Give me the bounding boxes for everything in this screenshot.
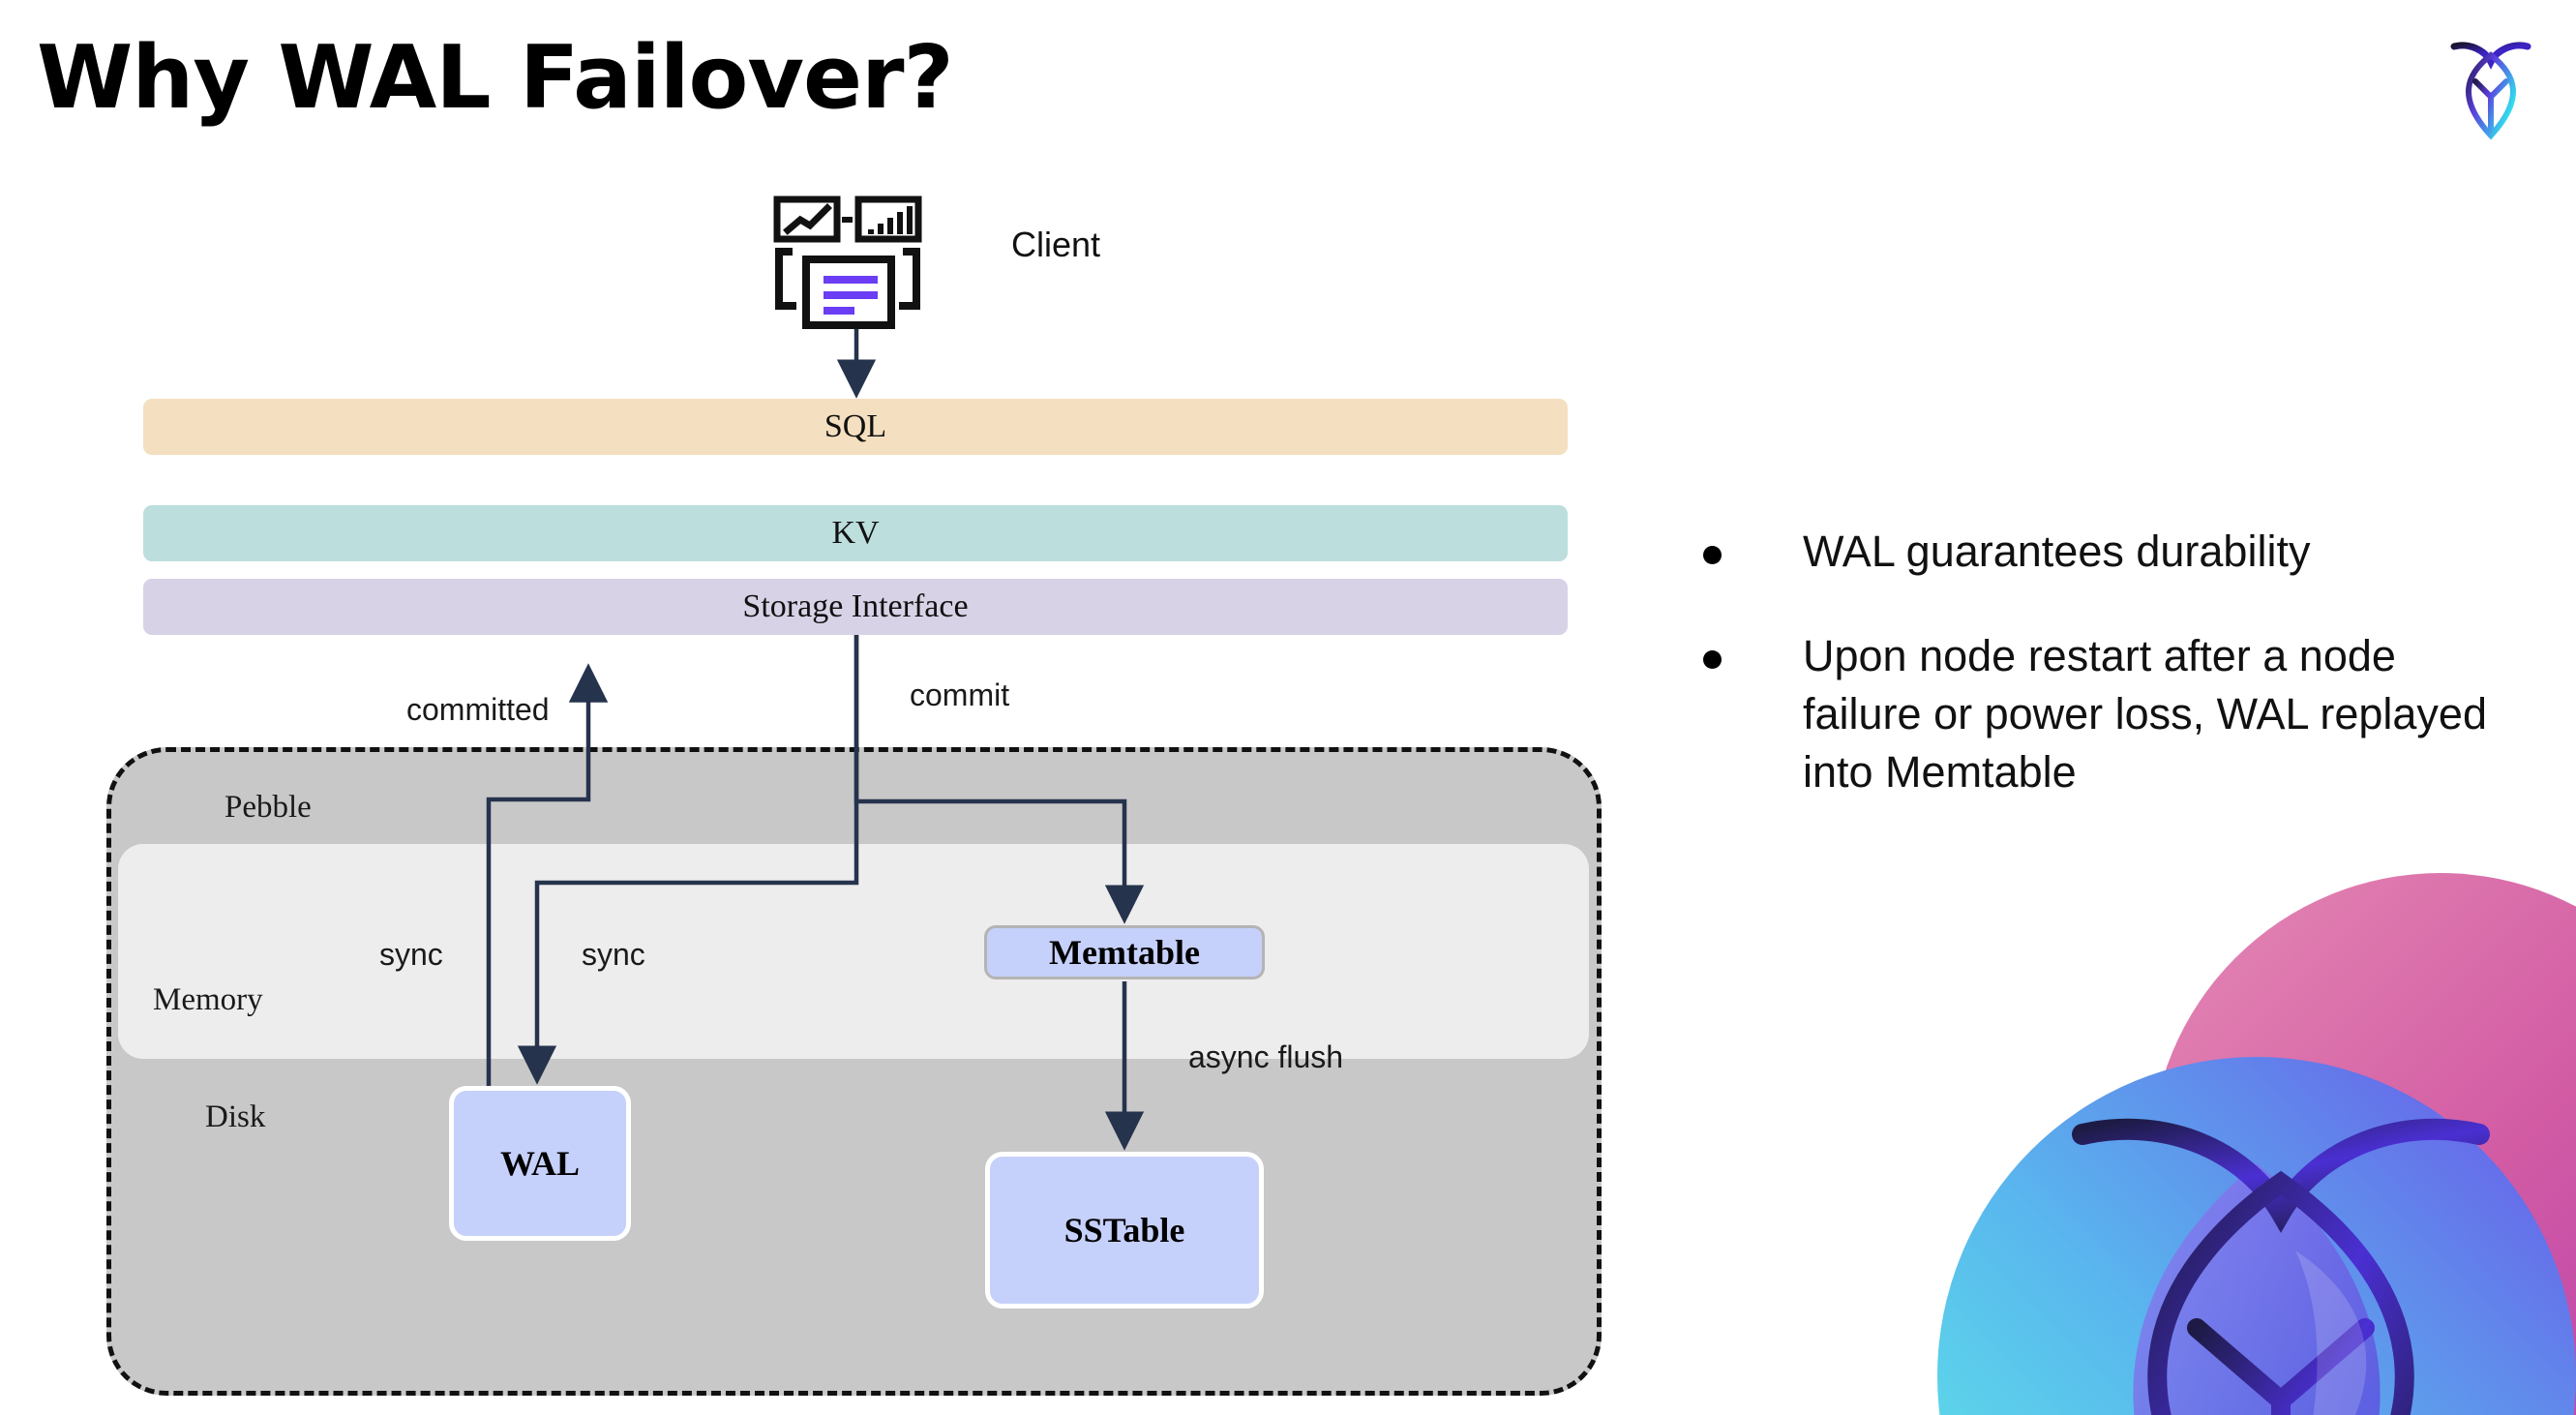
client-label: Client bbox=[1011, 225, 1101, 264]
layer-storage-interface: Storage Interface bbox=[143, 579, 1568, 635]
pebble-label: Pebble bbox=[225, 790, 312, 825]
node-wal-label: WAL bbox=[499, 1144, 581, 1183]
node-wal[interactable]: WAL bbox=[449, 1086, 631, 1241]
layer-sql-label: SQL bbox=[824, 408, 887, 444]
node-memtable-label: Memtable bbox=[1049, 933, 1200, 972]
disk-label: Disk bbox=[205, 1099, 266, 1134]
node-sstable-label: SSTable bbox=[1063, 1211, 1185, 1249]
memory-section bbox=[118, 844, 1589, 1059]
bullet-text: Upon node restart after a node failure o… bbox=[1803, 630, 2487, 797]
layer-sql: SQL bbox=[143, 399, 1568, 455]
list-item: WAL guarantees durability bbox=[1703, 523, 2516, 581]
node-sstable[interactable]: SSTable bbox=[985, 1152, 1264, 1309]
cockroachdb-logo-icon bbox=[2433, 23, 2549, 147]
node-memtable[interactable]: Memtable bbox=[984, 925, 1265, 979]
bullet-dot-icon bbox=[1703, 546, 1722, 564]
layer-kv: KV bbox=[143, 505, 1568, 561]
edge-label-sync-left: sync bbox=[379, 937, 443, 972]
memory-label: Memory bbox=[153, 982, 263, 1017]
list-item: Upon node restart after a node failure o… bbox=[1703, 627, 2516, 801]
edge-label-sync-right: sync bbox=[582, 937, 645, 972]
edge-label-async-flush: async flush bbox=[1188, 1039, 1344, 1074]
layer-kv-label: KV bbox=[831, 515, 880, 551]
client-dashboard-icon bbox=[769, 194, 934, 334]
layer-storage-interface-label: Storage Interface bbox=[742, 588, 969, 624]
bullet-list: WAL guarantees durability Upon node rest… bbox=[1703, 523, 2516, 847]
edge-label-commit: commit bbox=[910, 677, 1010, 712]
cockroachdb-watermark-icon bbox=[1841, 873, 2576, 1415]
edge-label-committed: committed bbox=[406, 692, 550, 727]
page-title: Why WAL Failover? bbox=[37, 27, 954, 129]
bullet-dot-icon bbox=[1703, 649, 1722, 669]
bullet-text: WAL guarantees durability bbox=[1803, 527, 2311, 576]
architecture-diagram: Client SQL KV Storage Interface Pebble M… bbox=[106, 194, 1602, 1396]
